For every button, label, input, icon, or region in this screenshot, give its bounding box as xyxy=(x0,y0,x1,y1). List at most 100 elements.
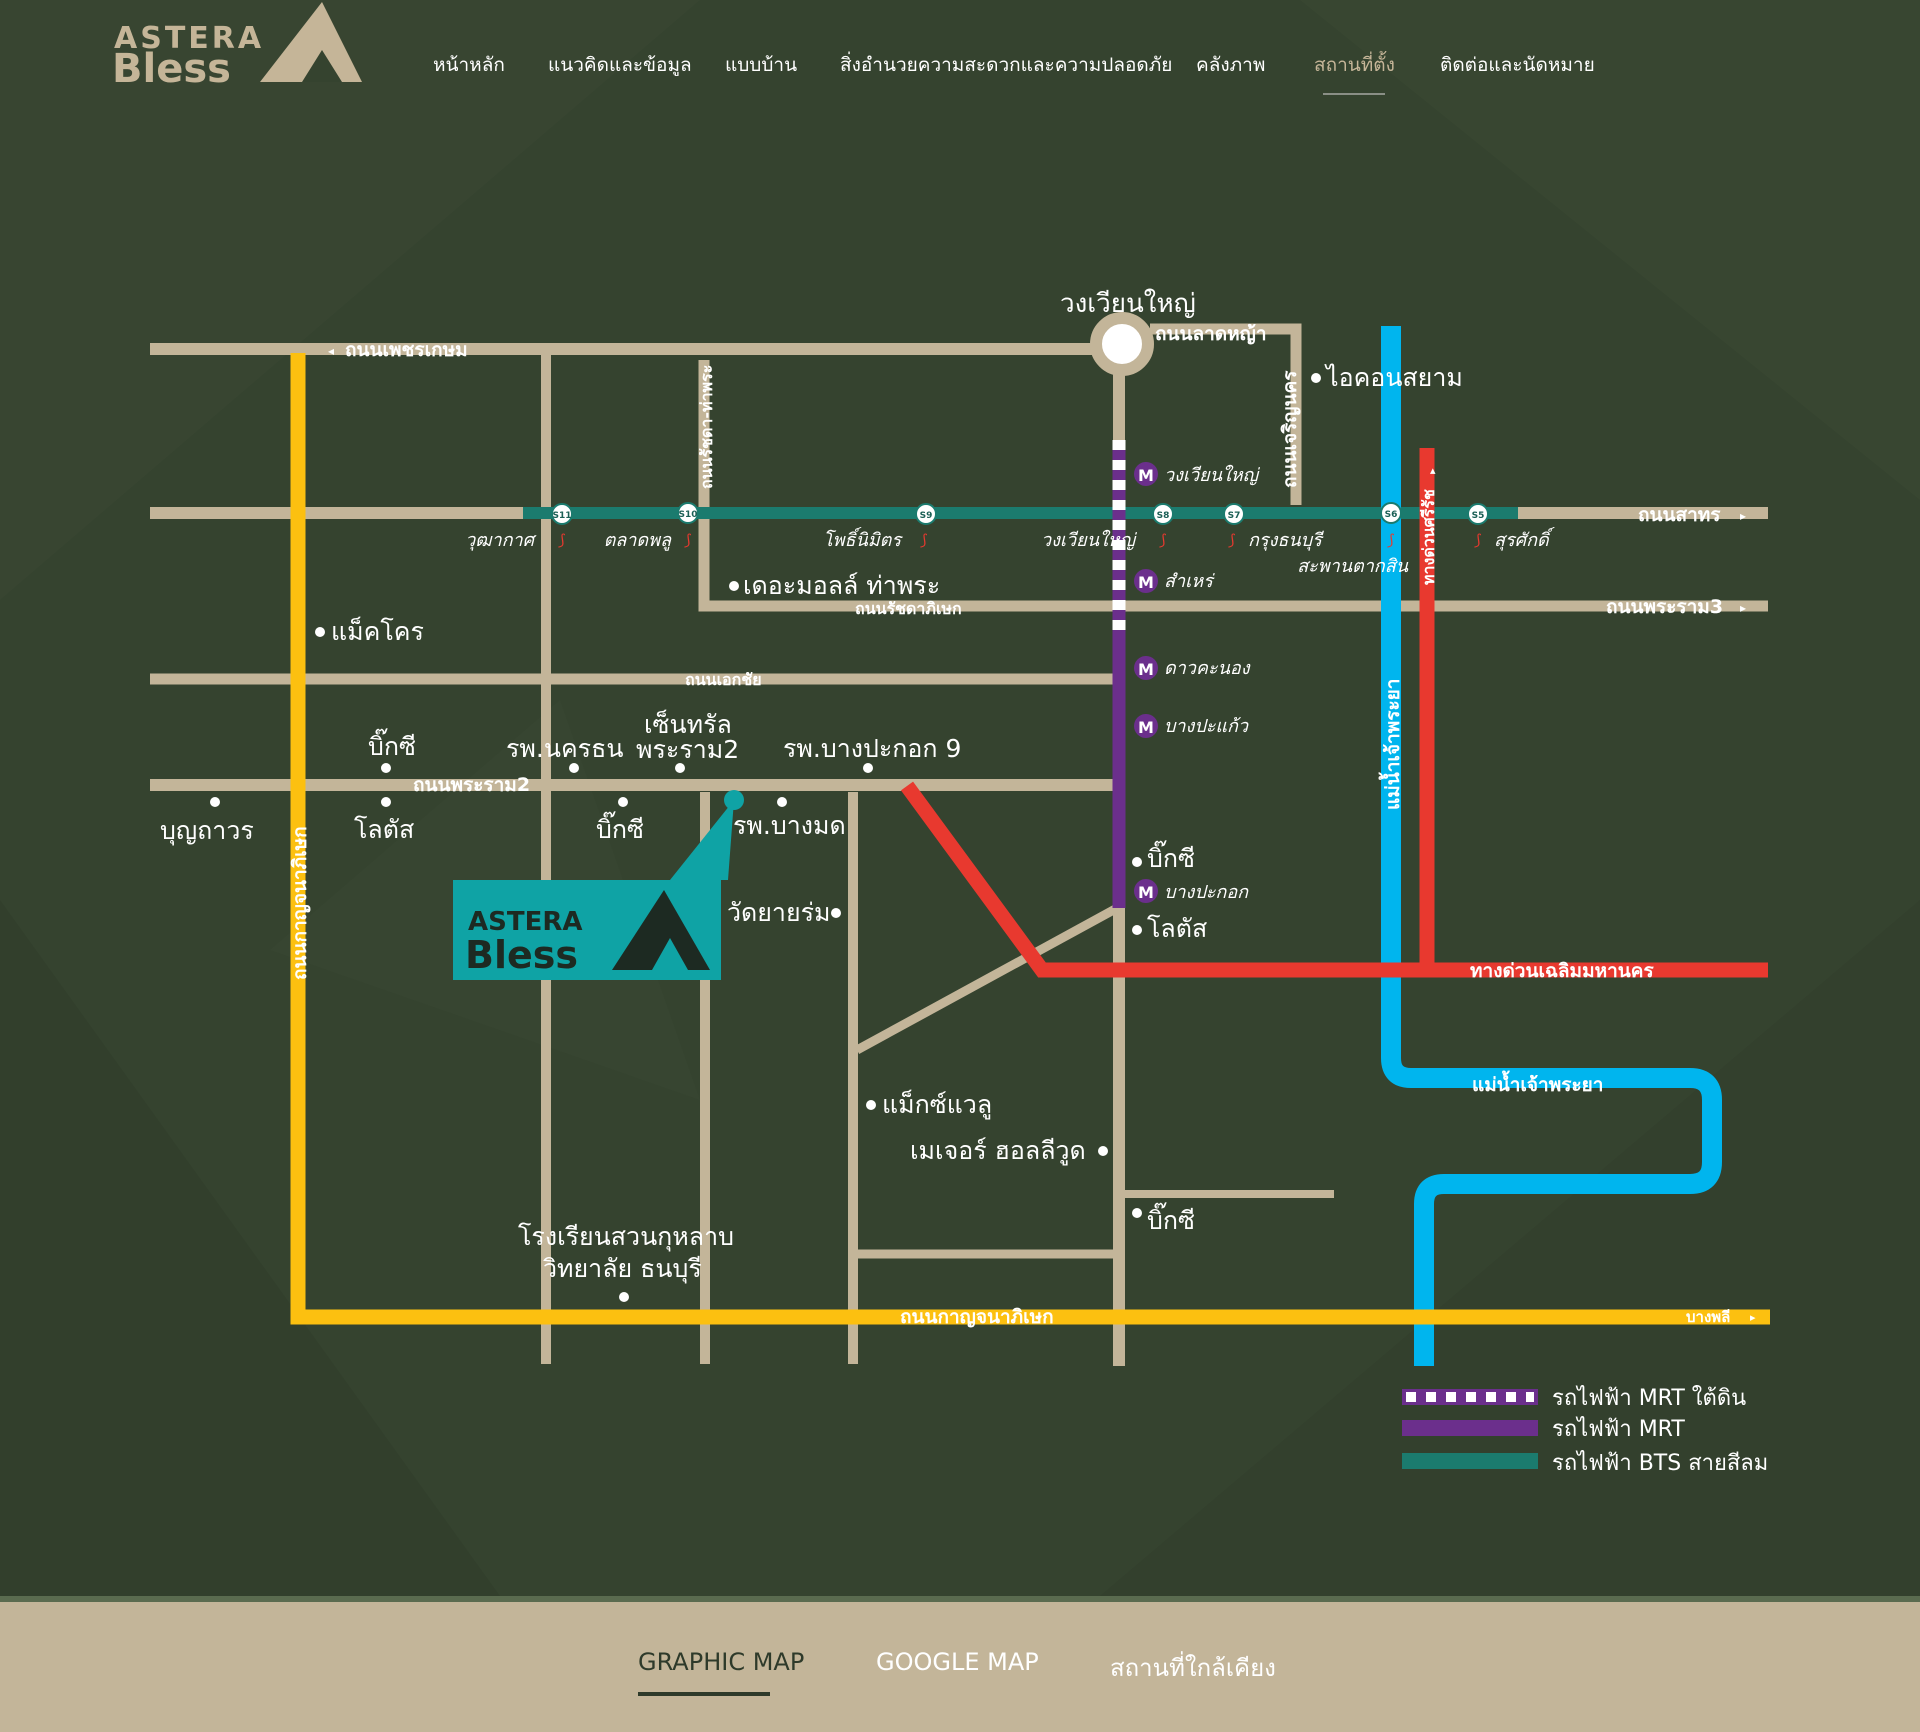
bts-station-s8: S8 ⟆ วงเวียนใหญ่ xyxy=(1041,503,1174,551)
svg-text:วงเวียนใหญ่: วงเวียนใหญ่ xyxy=(1164,464,1260,486)
svg-text:▸: ▸ xyxy=(1740,509,1746,523)
nav-location[interactable]: สถานที่ตั้ง xyxy=(1314,54,1395,76)
place-rama2: พระราม2 xyxy=(636,735,739,764)
place-bigc-3: บิ๊กซี xyxy=(1147,840,1195,873)
nav-active-underline xyxy=(1323,93,1385,95)
bts-station-s7: S7 ⟆ กรุงธนบุรี xyxy=(1223,503,1325,551)
legend-mrt: รถไฟฟ้า MRT xyxy=(1552,1416,1685,1442)
bts-station-s5: S5 ⟆ สุรศักดิ์ xyxy=(1467,503,1556,551)
mrt-station-bang-pakaeo: M บางปะแก้ว xyxy=(1134,714,1249,738)
place-central: เซ็นทรัล xyxy=(644,709,732,739)
label-river-vertical: แม่น้ำเจ้าพระยา xyxy=(1378,679,1404,810)
label-wongwian-yai: วงเวียนใหญ่ xyxy=(1060,289,1196,319)
bts-station-s9: S9 ⟆ โพธิ์นิมิตร xyxy=(823,503,937,551)
svg-text:S5: S5 xyxy=(1472,511,1485,521)
label-rama3: ถนนพระราม3 xyxy=(1606,596,1723,618)
label-lat-ya: ถนนลาดหญ้า xyxy=(1155,323,1267,345)
mrt-station-wongwian-yai: M วงเวียนใหญ่ xyxy=(1134,462,1260,486)
wongwian-yai-circle xyxy=(1090,312,1154,376)
label-si-rat: ทางด่วนศรีรัช xyxy=(1419,489,1438,585)
bts-station-s6: S6 ⟆ สะพานตากสิน xyxy=(1297,502,1409,577)
bts-logo-icon: ⟆ xyxy=(1159,531,1166,549)
svg-text:S9: S9 xyxy=(920,511,933,521)
svg-text:S7: S7 xyxy=(1228,511,1241,521)
mrt-station-dao-khanong: M ดาวคะนอง xyxy=(1134,656,1251,680)
bts-station-s11: S11 ⟆ วุฒากาศ xyxy=(465,503,573,551)
graphic-map: ◂ ถนนเพชรเกษม ถนนลาดหญ้า ถนนเจริญนคร ถนน… xyxy=(150,289,1770,1476)
tab-graphic-map[interactable]: GRAPHIC MAP xyxy=(638,1648,805,1676)
nav-gallery[interactable]: คลังภาพ xyxy=(1196,54,1266,76)
place-boonthavorn: บุญถาวร xyxy=(160,816,254,846)
label-charoen-nakhon: ถนนเจริญนคร xyxy=(1279,370,1301,488)
bts-logo-icon: ⟆ xyxy=(1387,531,1394,549)
chao-phraya-river xyxy=(1381,326,1722,1366)
svg-text:ดาวคะนอง: ดาวคะนอง xyxy=(1164,658,1251,679)
mrt-logo-icon: M xyxy=(1138,573,1154,592)
bts-logo-icon: ⟆ xyxy=(1228,531,1235,549)
svg-text:▸: ▸ xyxy=(1750,1311,1756,1324)
label-chaloem: ทางด่วนเฉลิมมหานคร xyxy=(1470,960,1654,982)
bts-logo-icon: ⟆ xyxy=(558,531,565,549)
place-suankularb-school: โรงเรียนสวนกุหลาบ xyxy=(518,1222,734,1252)
project-location-marker[interactable]: ASTERA Bless xyxy=(453,790,744,980)
map-legend: รถไฟฟ้า MRT ใต้ดิน รถไฟฟ้า MRT รถไฟฟ้า B… xyxy=(1402,1385,1768,1476)
nav-house-plans[interactable]: แบบบ้าน xyxy=(725,54,798,76)
project-logo-top: ASTERA xyxy=(468,907,583,937)
svg-text:กรุงธนบุรี: กรุงธนบุรี xyxy=(1248,530,1325,551)
label-river-lower: แม่น้ำเจ้าพระยา xyxy=(1472,1070,1603,1096)
logo-line1: ASTERA xyxy=(114,21,264,56)
mrt-station-bang-pakok: M บางปะกอก xyxy=(1134,879,1249,903)
place-bangmod-hospital: รพ.บางมด xyxy=(733,811,846,840)
svg-text:S6: S6 xyxy=(1385,510,1398,520)
label-bang-phli: บางพลี xyxy=(1686,1308,1730,1326)
nav-facilities[interactable]: สิ่งอำนวยความสะดวกและความปลอดภัย xyxy=(840,54,1173,76)
label-kanchana: ถนนกาญจนาภิเษก xyxy=(900,1306,1054,1328)
svg-text:ตลาดพลู: ตลาดพลู xyxy=(604,530,672,551)
label-rama2: ถนนพระราม2 xyxy=(413,774,530,796)
svg-text:วงเวียนใหญ่: วงเวียนใหญ่ xyxy=(1041,529,1137,551)
bts-logo-icon: ⟆ xyxy=(920,531,927,549)
bts-logo-icon: ⟆ xyxy=(684,531,691,549)
svg-text:▴: ▴ xyxy=(1430,464,1436,477)
svg-text:โพธิ์นิมิตร: โพธิ์นิมิตร xyxy=(823,526,903,551)
nav-contact[interactable]: ติดต่อและนัดหมาย xyxy=(1440,54,1595,76)
site-header: ASTERA Bless หน้าหลัก แนวคิดและข้อมูล แบ… xyxy=(0,0,1920,130)
tab-nearby-places[interactable]: สถานที่ใกล้เคียง xyxy=(1110,1654,1276,1682)
svg-text:สุรศักดิ์: สุรศักดิ์ xyxy=(1494,526,1556,551)
place-makro: แม็คโคร xyxy=(331,616,424,646)
svg-text:บางปะกอก: บางปะกอก xyxy=(1164,882,1249,903)
tab-bar-border xyxy=(0,1596,1920,1602)
tab-active-underline xyxy=(638,1692,770,1696)
place-bigc-4: บิ๊กซี xyxy=(1147,1202,1195,1235)
svg-text:S10: S10 xyxy=(678,510,697,520)
label-ratchada-tha-phra: ถนนรัชดา-ท่าพระ xyxy=(697,365,716,489)
project-mountain-icon xyxy=(612,890,710,970)
place-bigc-1: บิ๊กซี xyxy=(368,728,416,761)
svg-text:S11: S11 xyxy=(552,511,571,521)
main-nav: หน้าหลัก แนวคิดและข้อมูล แบบบ้าน สิ่งอำน… xyxy=(0,0,1920,130)
place-bigc-2: บิ๊กซี xyxy=(596,811,644,844)
project-logo-bottom: Bless xyxy=(465,933,578,977)
place-bangpakok9-hospital: รพ.บางปะกอก 9 xyxy=(783,734,961,763)
place-wat-yai-rom: วัดยายร่ม xyxy=(727,898,831,927)
svg-text:สะพานตากสิน: สะพานตากสิน xyxy=(1297,556,1409,577)
legend-mrt-underground: รถไฟฟ้า MRT ใต้ดิน xyxy=(1552,1385,1746,1411)
chaloem-expressway xyxy=(900,781,1768,978)
place-lotus-2: โลตัส xyxy=(1147,914,1207,943)
map-tab-bar xyxy=(0,1596,1920,1732)
astera-bless-logo[interactable]: ASTERA Bless xyxy=(112,0,366,88)
logo-mountain-icon xyxy=(260,2,362,82)
label-sathorn: ถนนสาทร xyxy=(1638,504,1721,526)
svg-text:บางปะแก้ว: บางปะแก้ว xyxy=(1164,716,1249,737)
kanchanaphisek-road xyxy=(290,353,1770,1325)
svg-text:◂: ◂ xyxy=(328,344,334,358)
mrt-station-samre: M สำเหร่ xyxy=(1134,569,1215,593)
tab-google-map[interactable]: GOOGLE MAP xyxy=(876,1648,1039,1676)
svg-text:S8: S8 xyxy=(1157,511,1170,521)
nav-home[interactable]: หน้าหลัก xyxy=(433,54,505,76)
label-phetkasem: ถนนเพชรเกษม xyxy=(345,339,468,361)
nav-concept[interactable]: แนวคิดและข้อมูล xyxy=(548,54,692,76)
place-thonburi-college: วิทยาลัย ธนบุรี xyxy=(543,1254,702,1284)
mrt-logo-icon: M xyxy=(1138,660,1154,679)
